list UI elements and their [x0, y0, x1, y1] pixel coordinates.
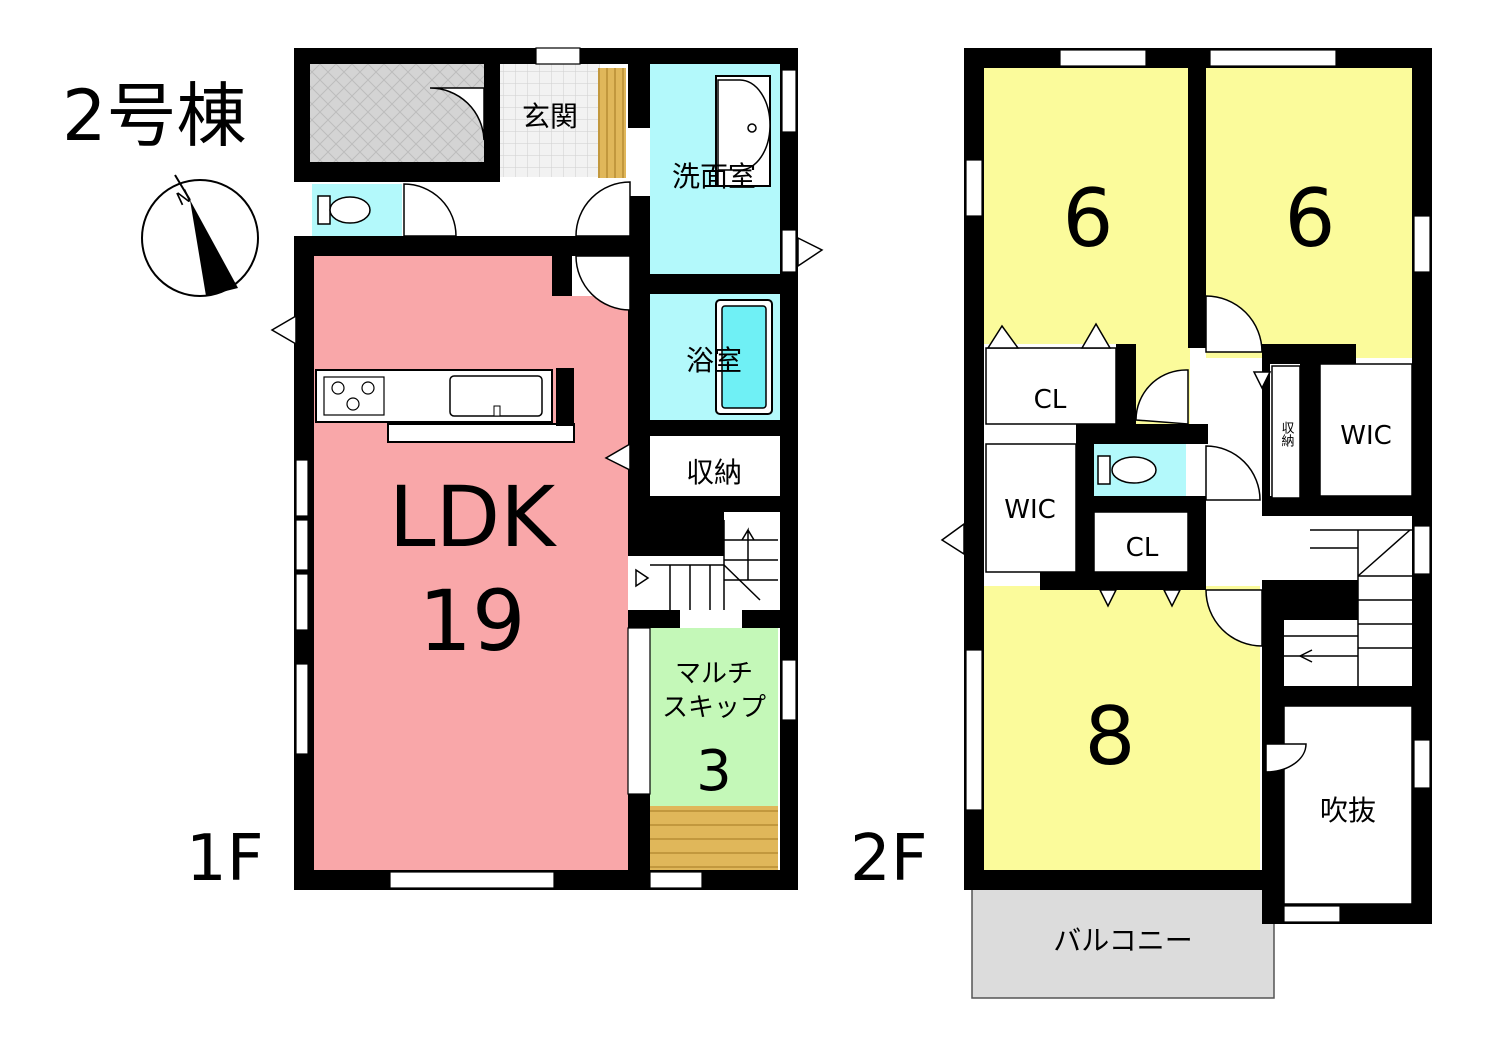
- balcony-label: バルコニー: [1053, 924, 1192, 957]
- void-label: 吹抜: [1320, 794, 1376, 827]
- bedroom-bottom-area: [984, 586, 1260, 872]
- multi-skip-label-line1: マルチ: [675, 659, 753, 689]
- porch-area: [306, 62, 488, 162]
- bedroom-left-size: 6: [1063, 172, 1114, 265]
- entrance-step: [598, 68, 626, 178]
- closet-top-label: CL: [1034, 385, 1067, 415]
- storage-label-1f: 収納: [686, 456, 742, 489]
- entrance-area: [500, 62, 600, 177]
- multi-skip-area: [650, 628, 778, 808]
- wic-left-label: WIC: [1004, 495, 1056, 525]
- wic-right-label: WIC: [1340, 421, 1392, 451]
- north-compass-icon: N: [141, 174, 259, 297]
- multi-skip-label-line2: スキップ: [662, 693, 766, 723]
- balcony-area: [971, 885, 1275, 999]
- second-floor-plan: 6 6 CL WIC CL WIC 収納 8 吹抜 バルコニー 2F: [850, 48, 1432, 999]
- closet-mid-label: CL: [1126, 533, 1159, 563]
- storage-small-label: 収納: [1279, 421, 1295, 448]
- bathroom-label: 浴室: [686, 344, 742, 377]
- bedroom-left-area: [984, 68, 1190, 344]
- floor-2f-label: 2F: [850, 822, 928, 896]
- entrance-label: 玄関: [522, 100, 578, 133]
- floor-1f-label: 1F: [186, 822, 264, 896]
- multi-skip-steps: [650, 806, 778, 870]
- first-floor-plan: 玄関 洗面室 浴室 収納 LDK 19 マルチ スキップ 3 1F: [186, 47, 824, 896]
- bedroom-bottom-size: 8: [1085, 690, 1136, 783]
- building-title: 2号棟: [62, 75, 247, 157]
- ldk-size: 19: [419, 572, 526, 670]
- bedroom-right-size: 6: [1285, 172, 1336, 265]
- multi-skip-size: 3: [696, 739, 732, 804]
- ldk-label: LDK: [389, 468, 557, 566]
- washroom-label: 洗面室: [672, 160, 756, 193]
- ldk-area: [314, 256, 628, 876]
